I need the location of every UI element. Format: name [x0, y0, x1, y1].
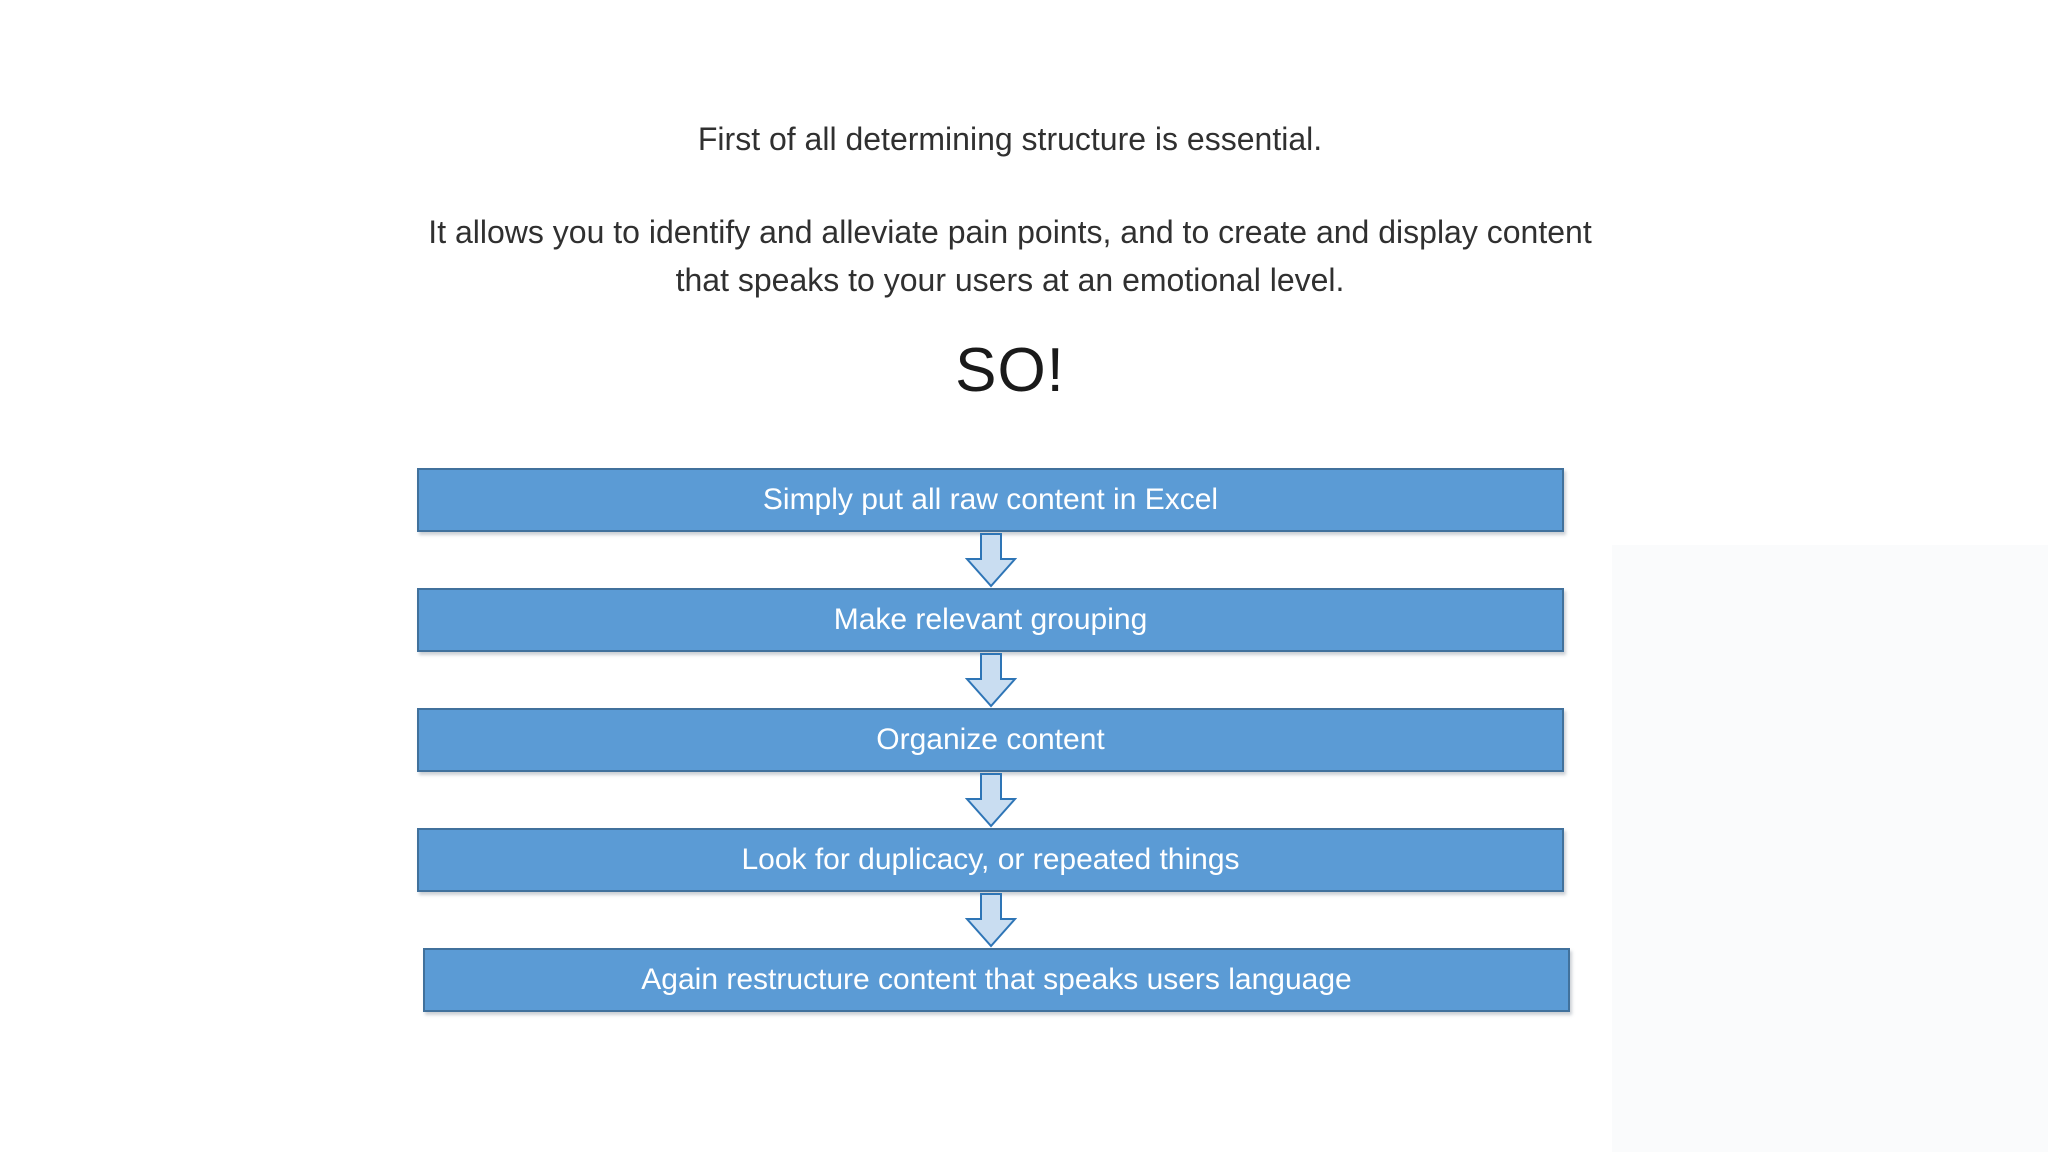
flow-step-4: Look for duplicacy, or repeated things: [417, 828, 1564, 892]
down-arrow-icon: [964, 652, 1017, 708]
down-arrow-icon: [964, 532, 1017, 588]
flow-step-3: Organize content: [417, 708, 1564, 772]
body-text-line-1: It allows you to identify and alleviate …: [428, 214, 1592, 250]
arrow-row: [417, 892, 1564, 948]
flow-step-1: Simply put all raw content in Excel: [417, 468, 1564, 532]
arrow-row: [417, 652, 1564, 708]
arrow-row: [417, 772, 1564, 828]
body-text-line-2: that speaks to your users at an emotiona…: [675, 262, 1345, 298]
down-arrow-icon: [964, 892, 1017, 948]
flowchart: Simply put all raw content in Excel Make…: [417, 468, 1570, 1012]
down-arrow-icon: [964, 772, 1017, 828]
intro-text: First of all determining structure is es…: [697, 121, 1323, 157]
arrow-row: [417, 532, 1564, 588]
flow-step-2: Make relevant grouping: [417, 588, 1564, 652]
shadow-tint-strip: [1612, 545, 2048, 1152]
flow-step-5: Again restructure content that speaks us…: [423, 948, 1570, 1012]
emphasis-text: SO!: [955, 336, 1065, 405]
body-text: It allows you to identify and alleviate …: [0, 208, 2020, 304]
